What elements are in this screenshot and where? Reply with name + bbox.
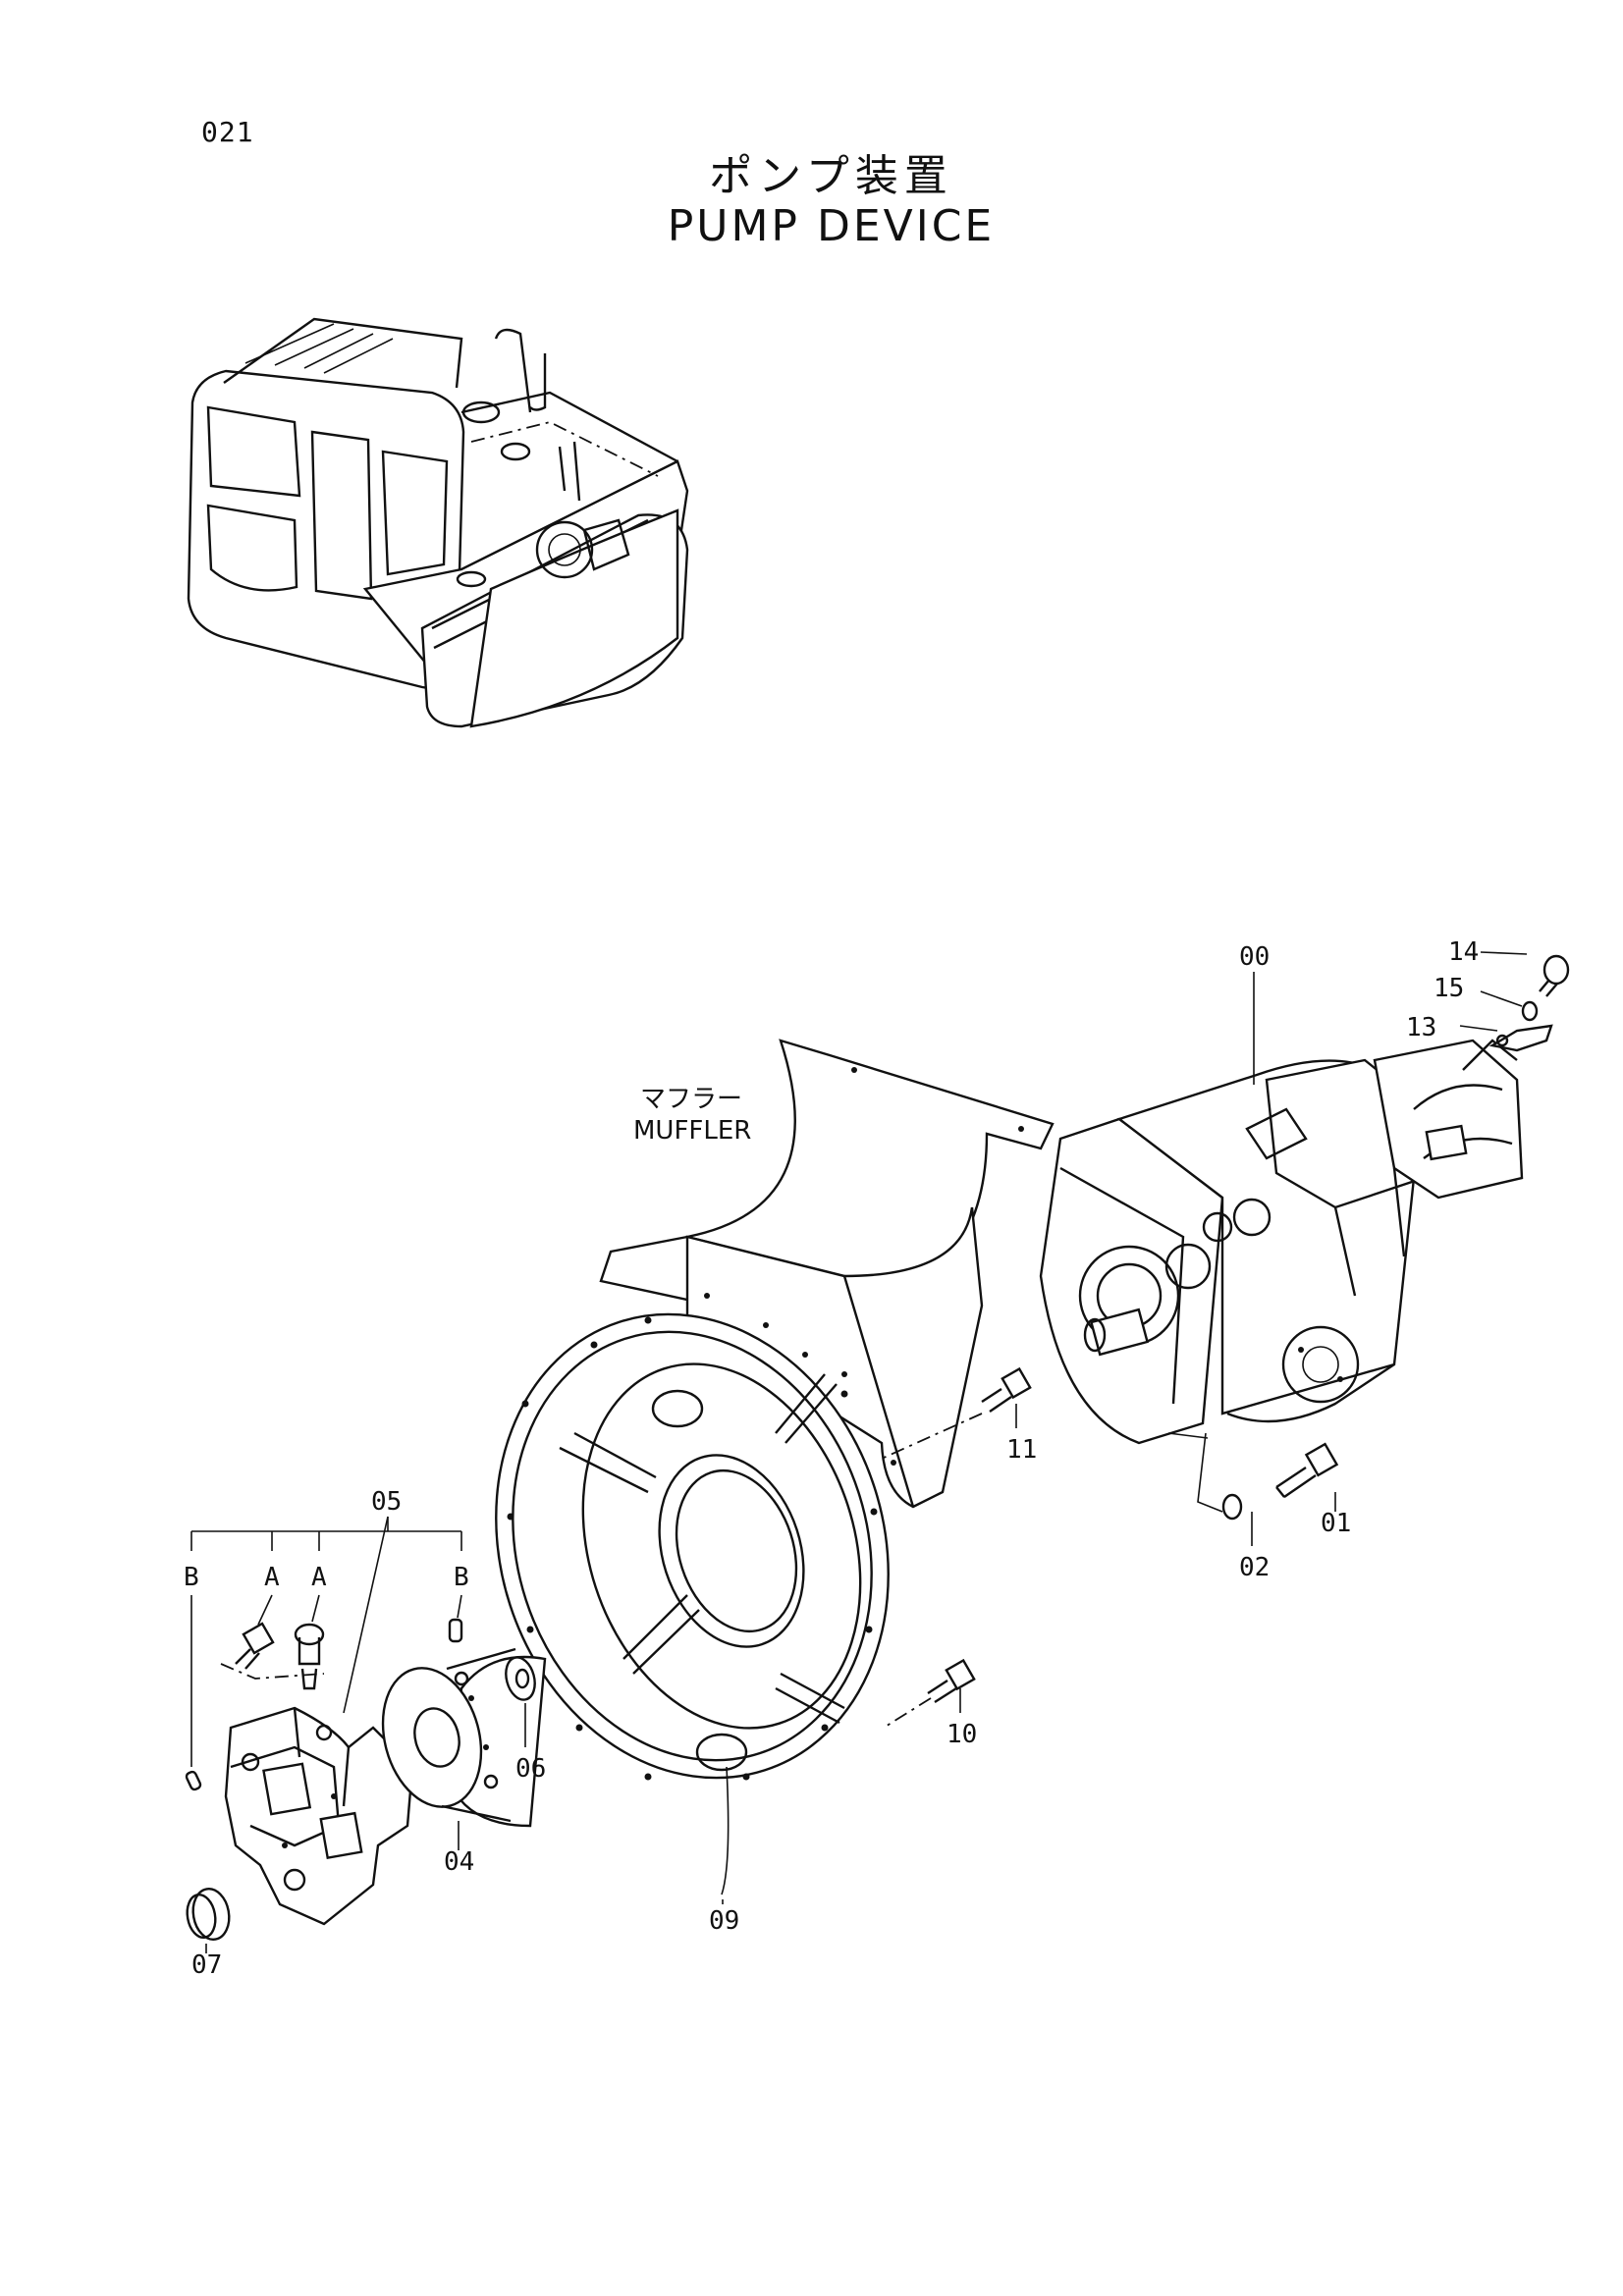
callout-01: 01 (1321, 1509, 1351, 1538)
page-number: 021 (201, 116, 254, 148)
part-10-bolt (883, 1658, 976, 1729)
part-00-pump-assembly (1039, 1039, 1524, 1445)
callout-15: 15 (1434, 974, 1464, 1003)
page-title-english: PUMP DEVICE (667, 201, 996, 251)
part-13-bracket (1488, 1024, 1553, 1052)
callout-00: 00 (1239, 942, 1270, 972)
part-02-washer (1197, 1432, 1243, 1521)
muffler-label: マフラー MUFFLER (633, 1085, 751, 1146)
excavator-overview-illustration (187, 317, 689, 728)
muffler-bracket (599, 1039, 1055, 1509)
part-bolt-a2 (294, 1623, 325, 1690)
callout-02: 02 (1239, 1553, 1270, 1582)
part-06-washer (505, 1656, 536, 1701)
muffler-label-jp: マフラー (640, 1085, 742, 1114)
part-pin-b2 (185, 1770, 202, 1791)
part-pin-b1 (448, 1618, 463, 1643)
callout-labels: 00 14 15 13 11 01 02 05 B A A B 06 10 04… (184, 937, 1479, 1980)
callout-ref-b2: B (454, 1563, 469, 1592)
part-bolt-a1 (235, 1622, 275, 1670)
callout-ref-b1: B (184, 1563, 199, 1592)
callout-leaders (190, 951, 1528, 1953)
part-11-bolt (981, 1366, 1032, 1413)
part-07-cap (186, 1888, 231, 1941)
callout-13: 13 (1406, 1013, 1436, 1042)
part-09-flywheel-housing (495, 1312, 890, 1896)
callout-07: 07 (191, 1950, 222, 1980)
callout-11: 11 (1006, 1435, 1037, 1465)
callout-09: 09 (709, 1906, 739, 1936)
callout-ref-a2: A (311, 1563, 327, 1592)
callout-06: 06 (515, 1754, 546, 1784)
callout-14: 14 (1448, 937, 1479, 967)
part-05-coupling (224, 1706, 414, 1926)
callout-04: 04 (444, 1847, 474, 1877)
callout-ref-a1: A (264, 1563, 280, 1592)
callout-10: 10 (947, 1720, 977, 1749)
part-01-bolt (1275, 1442, 1339, 1498)
part-14-bolt (1539, 954, 1570, 997)
page-title-japanese: ポンプ装置 (709, 151, 953, 201)
callout-05: 05 (371, 1487, 402, 1517)
muffler-label-en: MUFFLER (633, 1116, 751, 1146)
part-15-washer (1521, 1000, 1539, 1022)
